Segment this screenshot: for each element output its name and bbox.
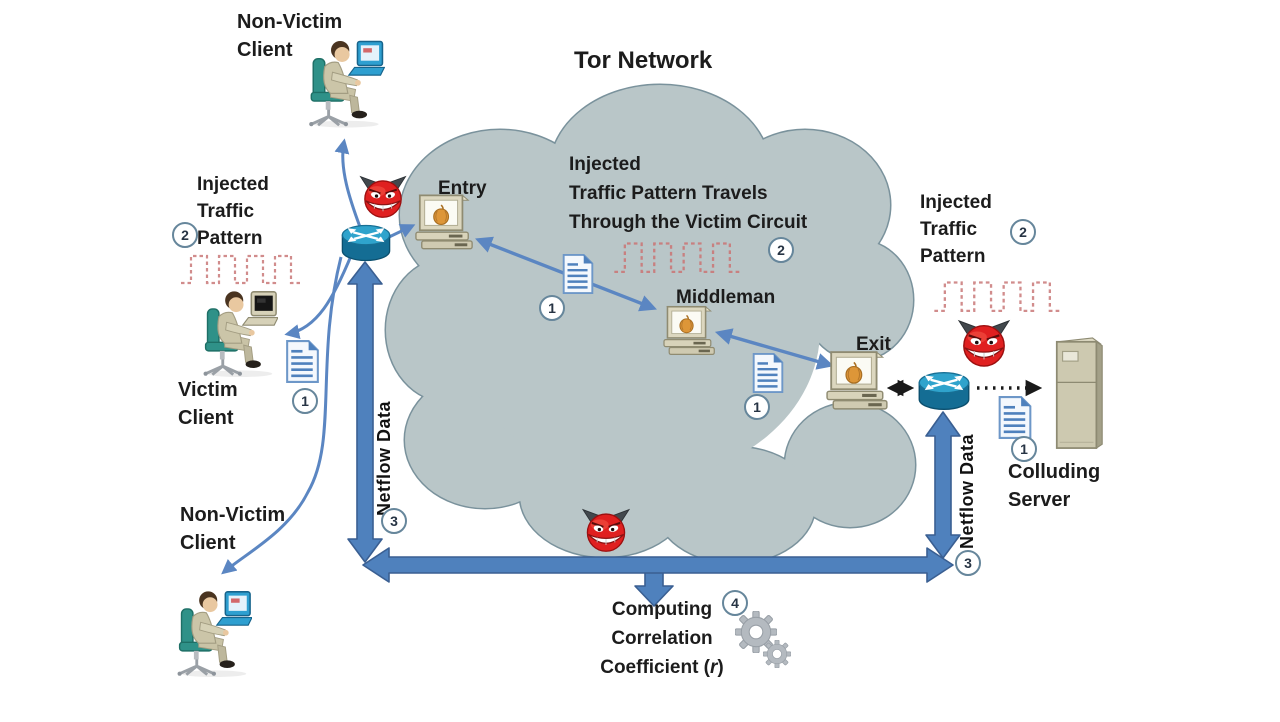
victim-line1: Victim xyxy=(178,379,238,401)
netflow-arrow-left xyxy=(347,261,383,563)
injected-pattern-right-label: Injected Traffic Pattern xyxy=(920,189,992,270)
computing-line3-pre: Coefficient ( xyxy=(600,657,711,678)
arrow-middleman-exit xyxy=(714,328,835,370)
arrow-router-to-top-client xyxy=(334,138,362,228)
arrow-router-to-victim xyxy=(284,250,355,340)
step-badge-1-right-doc: 1 xyxy=(1011,436,1037,462)
non-victim-bottom-line1: Non-Victim xyxy=(180,504,286,526)
step-badge-3-left: 3 xyxy=(381,508,407,534)
step-badge-4: 4 xyxy=(722,590,748,616)
computing-line1: Computing xyxy=(611,599,713,620)
step-badge-2-right: 2 xyxy=(1010,219,1036,245)
computing-correlation-label: Computing Correlation Coefficient (r) xyxy=(592,595,732,682)
step-badge-1-left-doc: 1 xyxy=(292,388,318,414)
colluding-server-icon xyxy=(1055,337,1104,449)
cloud-annotation-line3: Through the Victim Circuit xyxy=(569,212,808,233)
netflow-data-label-right: Netflow Data xyxy=(957,433,977,549)
step-badge-3-right: 3 xyxy=(955,550,981,576)
traffic-doc-icon-left xyxy=(285,339,320,384)
step-badge-1-cloud-right-doc: 1 xyxy=(744,394,770,420)
injected-left-line3: Pattern xyxy=(197,228,263,249)
cloud-annotation-line2: Traffic Pattern Travels xyxy=(569,183,768,204)
colluding-server-label: Colluding Server xyxy=(1008,458,1100,514)
netflow-arrows xyxy=(347,261,961,607)
attacker-devil-icon-right xyxy=(957,319,1011,368)
step-badge-1-cloud-left-doc: 1 xyxy=(539,295,565,321)
colluding-server-line1: Colluding xyxy=(1008,461,1101,483)
router-icon-left xyxy=(341,224,391,262)
injected-left-line1: Injected xyxy=(197,174,269,195)
injected-pattern-left-label: Injected Traffic Pattern xyxy=(197,171,269,252)
netflow-arrow-right xyxy=(925,411,961,559)
traffic-doc-icon-cloud-right xyxy=(752,352,784,394)
non-victim-top-line1: Non-Victim xyxy=(237,11,343,33)
victim-client-figure xyxy=(202,289,278,378)
tor-network-cloud xyxy=(384,83,917,565)
arrow-router-to-bottom-client xyxy=(221,256,343,575)
injected-right-line2: Traffic xyxy=(920,219,978,240)
netflow-horizontal-arrow xyxy=(362,547,954,583)
cloud-annotation-line1: Injected xyxy=(569,154,641,175)
non-victim-client-top-label: Non-Victim Client xyxy=(237,8,342,64)
injected-left-line2: Traffic xyxy=(197,201,255,222)
computing-line3-post: ) xyxy=(717,657,724,678)
router-icon-right xyxy=(918,371,970,411)
computing-line3-r: r xyxy=(710,657,718,678)
non-victim-client-bottom-label: Non-Victim Client xyxy=(180,501,285,557)
traffic-doc-icon-cloud-left xyxy=(562,253,594,295)
non-victim-top-line2: Client xyxy=(237,39,293,61)
entry-label: Entry xyxy=(438,178,487,199)
traffic-pattern-wave-right xyxy=(933,281,1063,313)
exit-label: Exit xyxy=(856,334,891,355)
victim-client-label: Victim Client xyxy=(178,376,238,432)
non-victim-client-bottom-figure xyxy=(176,589,252,678)
colluding-server-line2: Server xyxy=(1008,489,1071,511)
cloud-annotation-label: Injected Traffic Pattern Travels Through… xyxy=(569,150,807,237)
tor-network-title: Tor Network xyxy=(574,47,713,74)
non-victim-bottom-line2: Client xyxy=(180,532,236,554)
step-badge-2-cloud: 2 xyxy=(768,237,794,263)
injected-right-line1: Injected xyxy=(920,192,992,213)
arrow-router-to-entry xyxy=(386,224,416,240)
step-badge-2-left: 2 xyxy=(172,222,198,248)
traffic-doc-icon-right xyxy=(998,395,1032,440)
traffic-pattern-wave-left xyxy=(179,254,304,285)
exit-relay-icon xyxy=(826,351,888,410)
netflow-data-label-left: Netflow Data xyxy=(374,400,394,516)
middleman-label: Middleman xyxy=(676,287,776,308)
victim-line2: Client xyxy=(178,407,234,429)
injected-right-line3: Pattern xyxy=(920,246,986,267)
computing-line3: Coefficient (r) xyxy=(592,653,732,682)
computing-line2: Correlation xyxy=(611,628,713,649)
